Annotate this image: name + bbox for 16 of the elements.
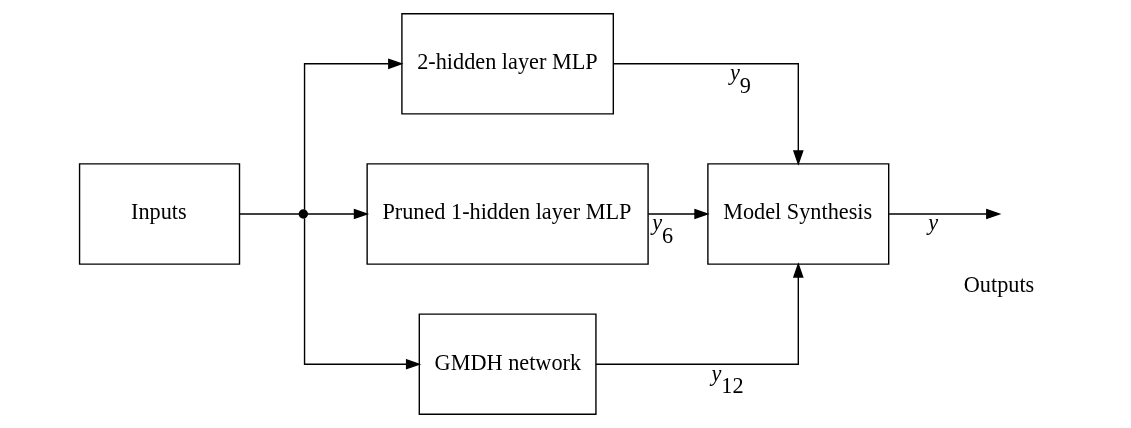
arrow <box>595 262 804 365</box>
arrow <box>612 63 804 166</box>
arrow <box>303 217 422 370</box>
node-box: Model Synthesis <box>707 163 890 265</box>
node-box: 2-hidden layer MLP <box>401 13 614 115</box>
node-box: GMDH network <box>418 313 597 415</box>
arrow <box>888 208 1002 220</box>
connector <box>239 213 300 215</box>
label: Outputs <box>963 271 1035 297</box>
node-circle <box>298 209 309 219</box>
arrow <box>306 208 370 220</box>
node-box: Inputs <box>78 163 241 265</box>
arrow <box>647 208 710 220</box>
node-box: Pruned 1-hidden layer MLP <box>366 163 649 265</box>
arrow <box>303 58 404 211</box>
edge-label: y <box>928 210 939 236</box>
